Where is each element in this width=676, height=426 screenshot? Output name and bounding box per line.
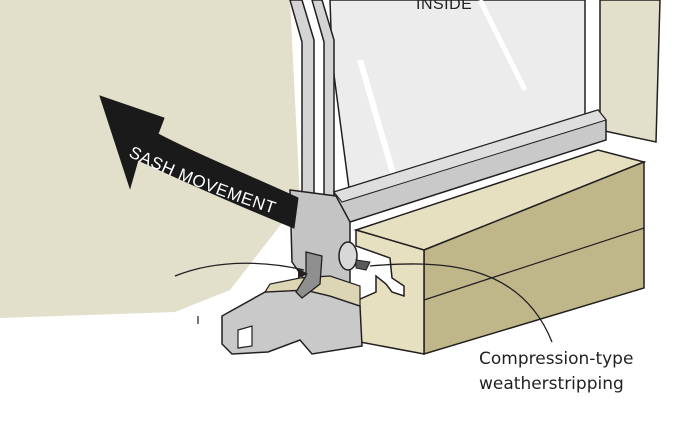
weatherstripping-callout: Compression-type weatherstripping <box>479 347 633 397</box>
weatherstrip-bulb <box>338 241 358 271</box>
sash-stile-inner <box>311 0 335 199</box>
sill-end-face <box>355 228 425 355</box>
callout-line-2: weatherstripping <box>479 374 624 394</box>
wall-background-left <box>20 0 296 190</box>
glass-reflection-1 <box>357 59 398 181</box>
callout-leader-pointer <box>298 268 308 278</box>
frame-extrusion-channel <box>237 325 253 349</box>
glass-reflection-2 <box>477 0 528 92</box>
wall-upper-right <box>599 0 661 143</box>
sash-movement-arrow <box>99 95 299 229</box>
inside-label: INSIDE <box>416 0 473 13</box>
callout-line-1: Compression-type <box>479 349 634 369</box>
callout-leader-left <box>174 262 305 277</box>
sill-groove-line <box>423 227 645 301</box>
callout-leader-right <box>369 263 553 343</box>
frame-extrusion-top <box>263 275 361 307</box>
weatherstrip-fastener <box>355 259 371 271</box>
interlock-fin <box>295 251 323 299</box>
sash-rail-top-face <box>333 109 607 203</box>
